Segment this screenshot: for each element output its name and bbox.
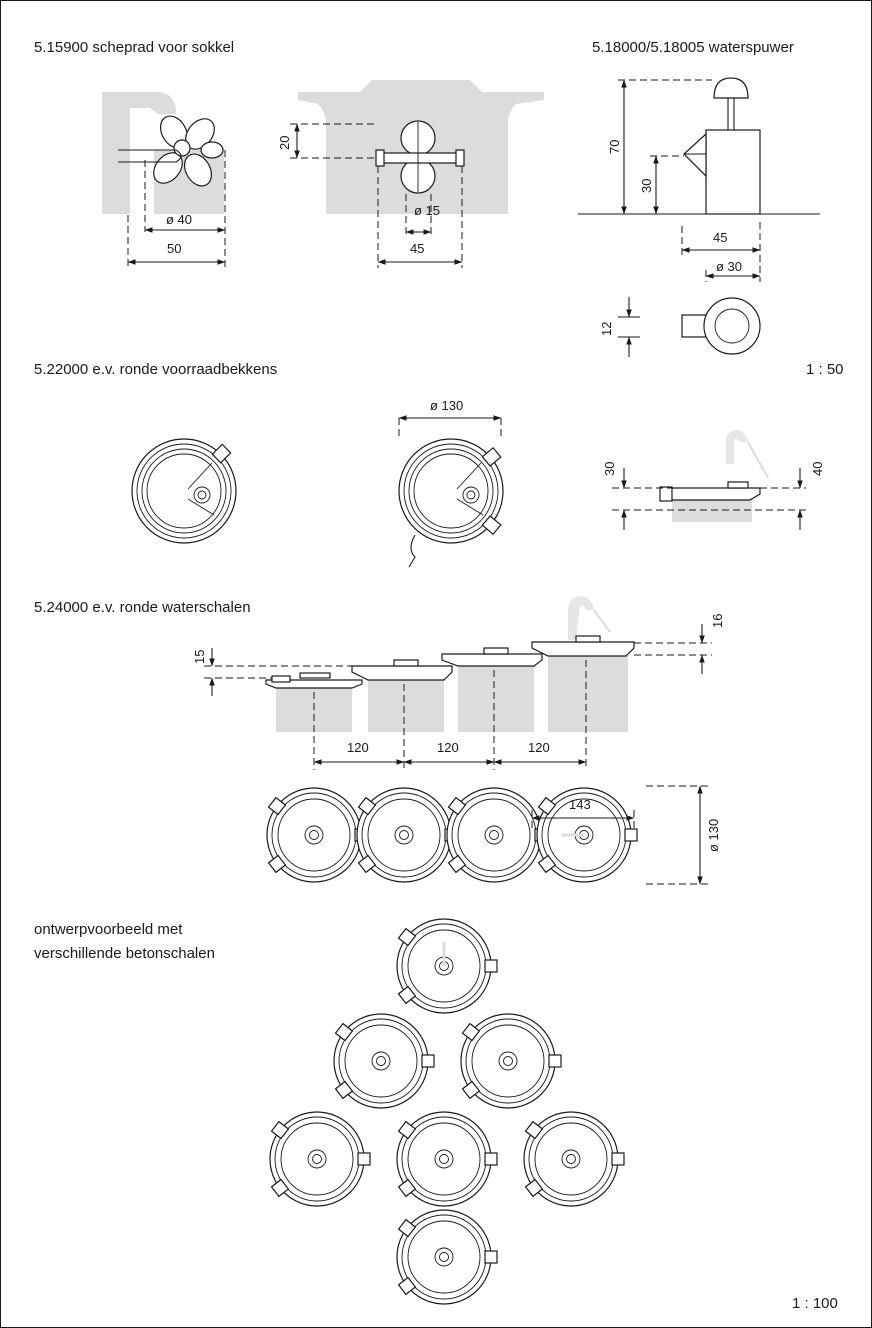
water-bowls-side-dimensions [204,624,712,770]
water-bowls-title: 5.24000 e.v. ronde waterschalen [34,599,251,616]
water-bowls-side-view [265,596,635,732]
dim-width-50: 50 [167,241,181,256]
design-example-cluster [269,918,625,1305]
dim-diameter-40: ø 40 [166,212,192,227]
dim-height-30: 30 [639,179,654,193]
water-bowls-top-row [266,787,638,883]
dim-width-45: 45 [410,241,424,256]
dim-spacing-120-b: 120 [437,740,459,755]
spout-top-view [681,297,761,355]
dim-spacing-120-a: 120 [347,740,369,755]
reservoir-dimensions [398,415,502,440]
dim-height-12: 12 [599,322,614,336]
paddle-wheel-title: 5.15900 scheprad voor sokkel [34,39,234,56]
dim-bowl-height-16: 16 [710,614,725,628]
design-example-title-line2: verschillende betonschalen [34,945,215,962]
dim-bowl-height-15: 15 [192,650,207,664]
spout-top-dimensions [618,297,640,357]
paddle-wheel-dimensions [127,150,226,268]
design-example-title-line1: ontwerpvoorbeeld met [34,921,183,938]
reservoir-top-view-1 [131,438,237,544]
dim-bowl-diameter-130: ø 130 [706,819,721,852]
reservoir-title: 5.22000 e.v. ronde voorraadbekkens [34,361,277,378]
dim-height-70: 70 [607,140,622,154]
spout-dimensions [618,79,761,282]
scale-1-50: 1 : 50 [806,361,844,378]
reservoir-side-dimensions [612,468,806,530]
scale-1-100: 1 : 100 [792,1295,838,1312]
paddle-wheel-side-view [102,92,224,214]
spout-side-view [578,77,820,215]
dim-width-143: 143 [569,797,591,812]
spout-title: 5.18000/5.18005 waterspuwer [592,39,794,56]
paddle-wheel-front-dimensions [290,123,463,268]
dim-reservoir-height-40: 40 [810,462,825,476]
dim-reservoir-diameter-130: ø 130 [430,398,463,413]
dim-spout-diameter-30: ø 30 [716,259,742,274]
reservoir-side-view [659,430,769,522]
dim-diameter-15: ø 15 [414,203,440,218]
reservoir-top-view-2 [398,438,504,568]
dim-spout-width-45: 45 [713,230,727,245]
dim-reservoir-height-30: 30 [602,462,617,476]
water-bowls-top-dimensions [531,785,708,885]
dim-spacing-120-c: 120 [528,740,550,755]
paddle-wheel-front-view [298,80,544,214]
dim-height-20: 20 [277,136,292,150]
